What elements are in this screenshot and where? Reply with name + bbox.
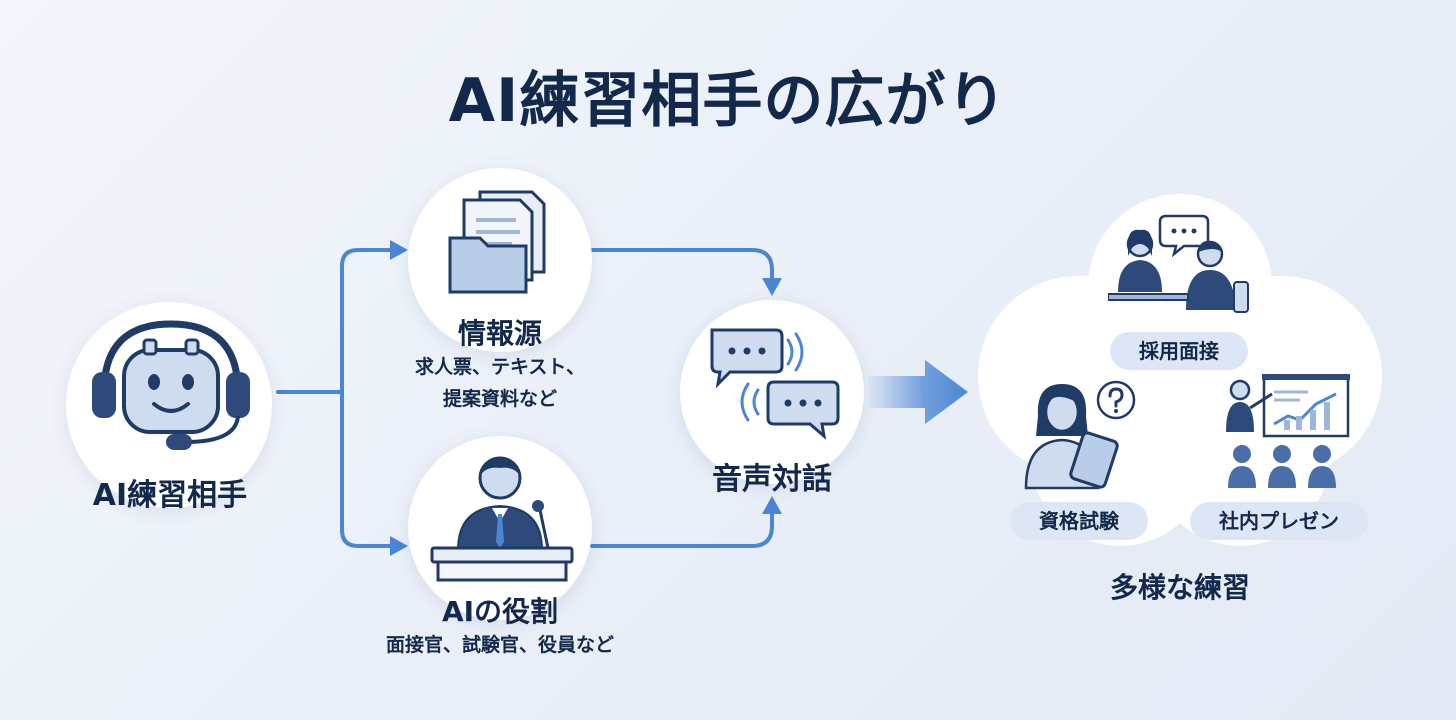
arrowhead-voice-bottom <box>762 496 782 514</box>
connector-info-to-voice <box>590 248 774 282</box>
arrowhead-voice-top <box>762 278 782 296</box>
diverse-practice-label: 多様な練習 <box>1109 571 1250 604</box>
connector-branch-bottom <box>340 390 394 548</box>
tablet-question-icon <box>1024 380 1136 490</box>
info-source-label: 情報源 <box>457 317 542 350</box>
connector-branch-top <box>340 248 394 394</box>
ai-partner-label: AI練習相手 <box>92 478 248 513</box>
documents-folder-icon <box>448 190 546 294</box>
ai-role-label: AIの役割 <box>441 595 559 628</box>
headset-robot-icon <box>92 320 250 450</box>
info-source-sub-line1: 求人票、テキスト、 <box>414 356 586 378</box>
page-title: AI練習相手の広がり <box>448 66 1008 136</box>
presentation-audience-icon <box>1226 374 1350 488</box>
ai-role-sub: 面接官、試験官、役員など <box>385 634 614 656</box>
practice-item-interview: 採用面接 <box>1110 332 1248 370</box>
practice-item-certification: 資格試験 <box>1010 502 1148 540</box>
big-arrow <box>868 360 968 424</box>
interviewer-podium-icon <box>430 456 574 582</box>
practice-item-presentation: 社内プレゼン <box>1190 502 1368 540</box>
connector-role-to-voice <box>590 510 774 548</box>
arrowhead-top <box>390 240 408 260</box>
voice-dialog-label: 音声対話 <box>712 462 832 497</box>
arrowhead-bottom <box>390 536 408 556</box>
info-source-sub-line2: 提案資料など <box>442 388 557 410</box>
chat-bubbles-icon <box>710 328 840 440</box>
interview-scene-icon <box>1108 214 1249 313</box>
